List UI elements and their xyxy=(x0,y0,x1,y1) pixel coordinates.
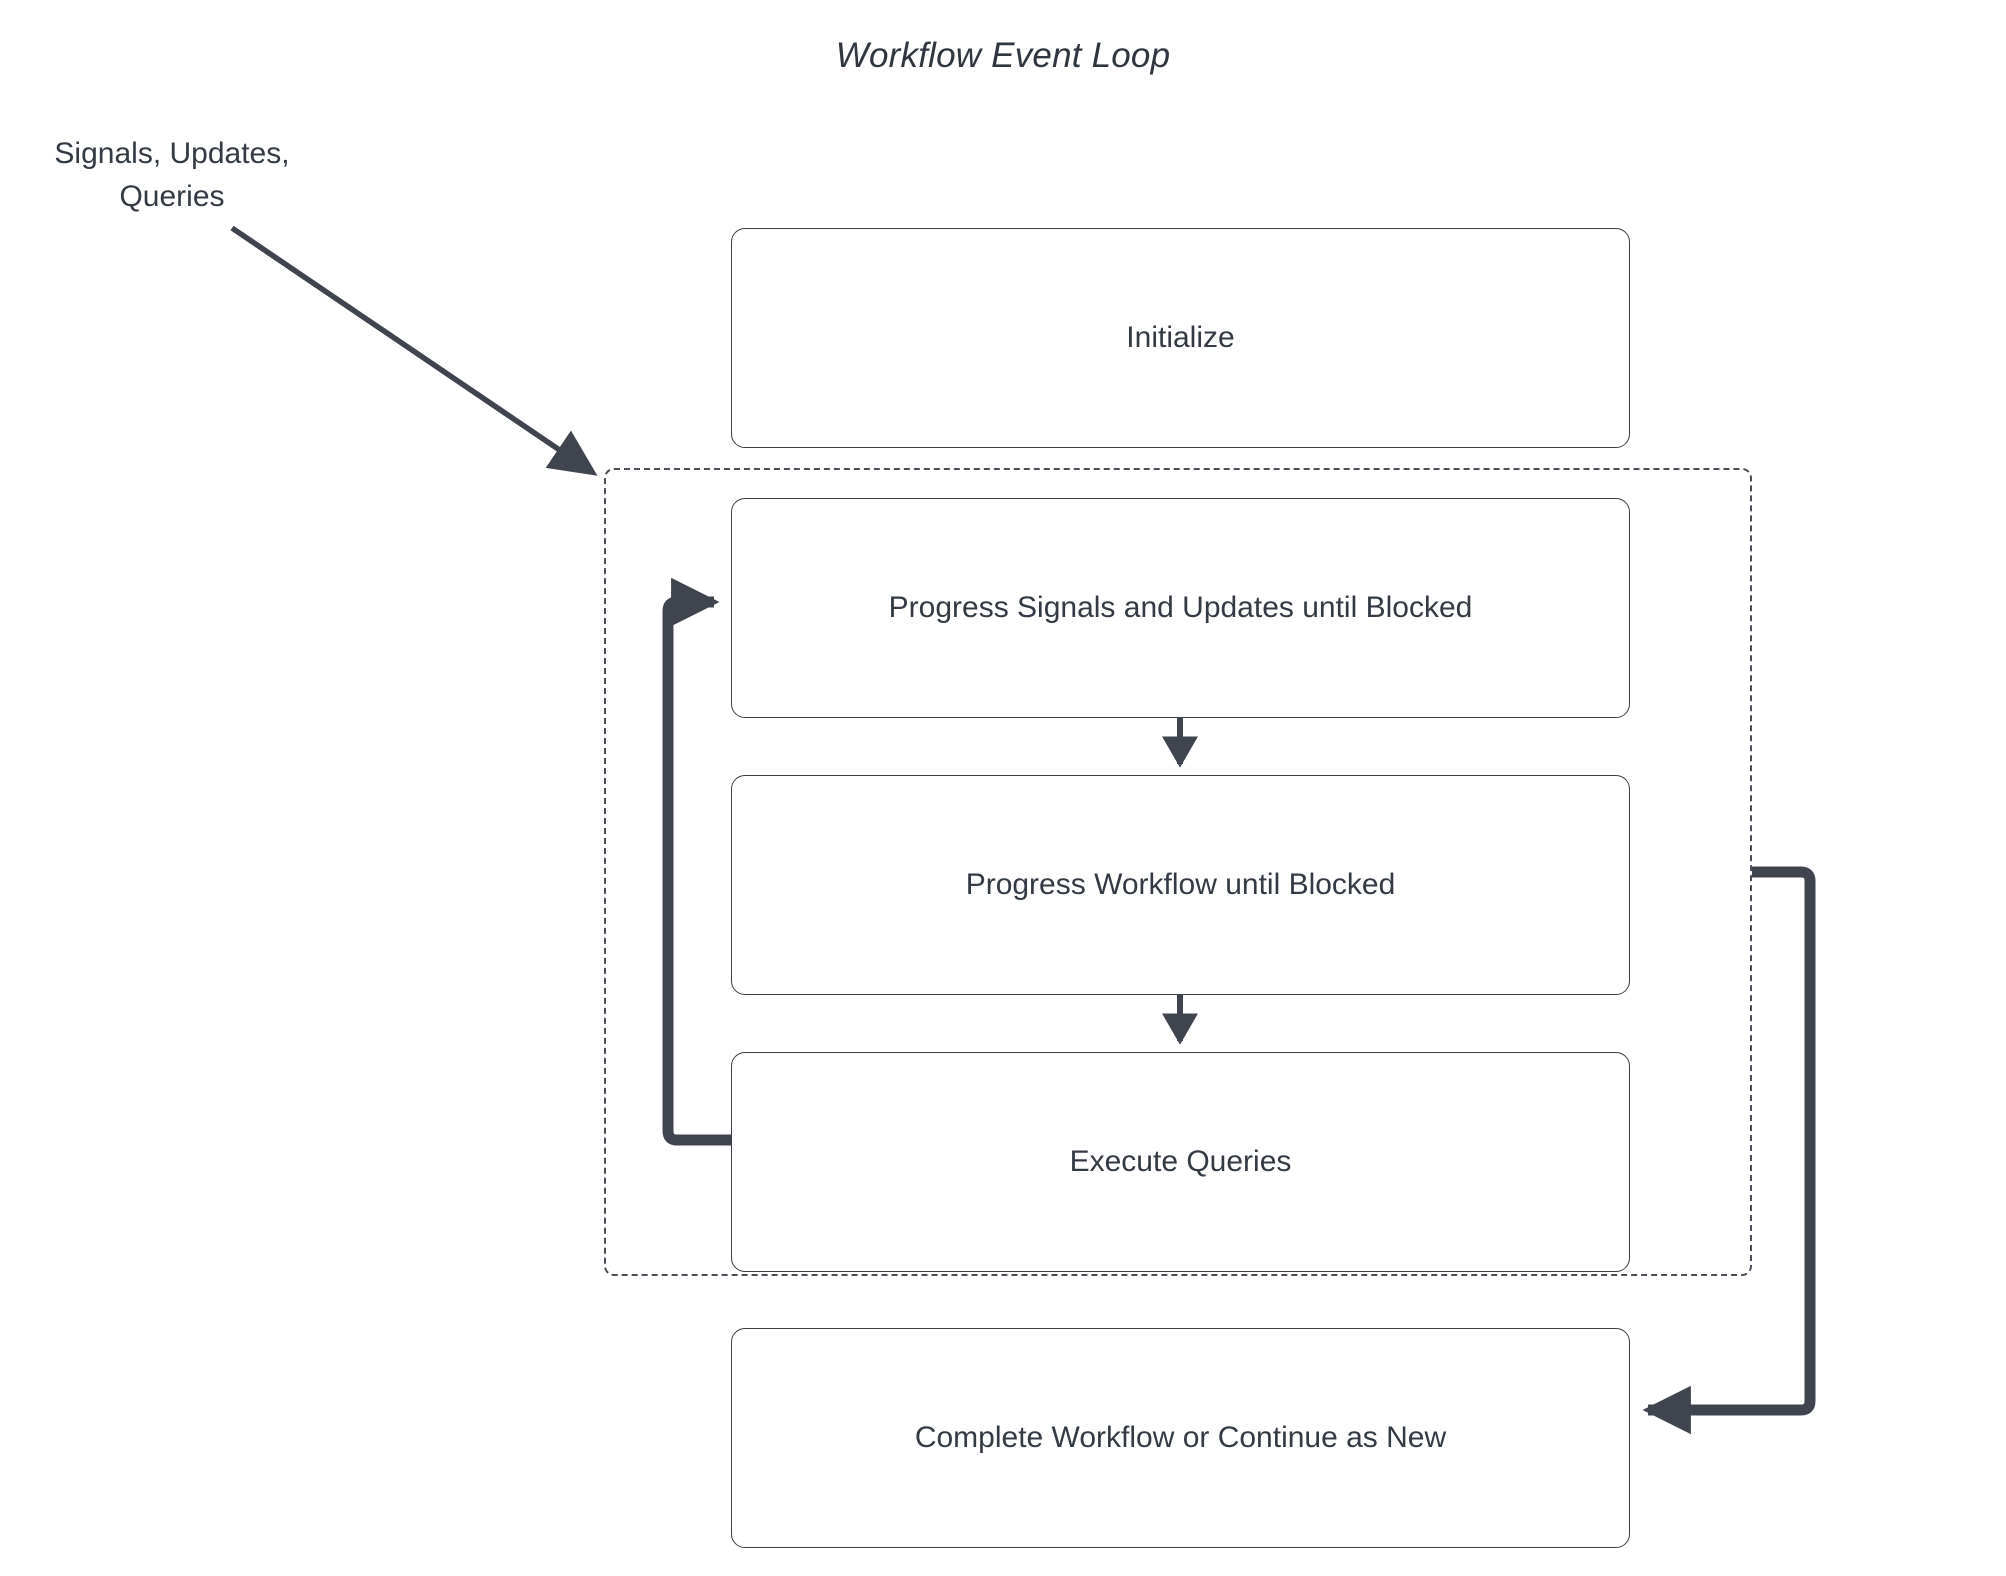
node-initialize[interactable]: Initialize xyxy=(731,228,1630,448)
node-initialize-label: Initialize xyxy=(1126,321,1235,354)
page-title: Workflow Event Loop xyxy=(835,36,1171,75)
node-progress-signals-label: Progress Signals and Updates until Block… xyxy=(888,591,1473,624)
edge-input-to-loop xyxy=(230,225,598,476)
node-execute-queries-label: Execute Queries xyxy=(1069,1145,1292,1178)
node-progress-workflow-label: Progress Workflow until Blocked xyxy=(965,868,1396,901)
external-input-label: Signals, Updates, Queries xyxy=(54,137,290,213)
node-complete-workflow-label: Complete Workflow or Continue as New xyxy=(914,1421,1447,1454)
node-complete-workflow[interactable]: Complete Workflow or Continue as New xyxy=(731,1328,1630,1548)
node-progress-signals[interactable]: Progress Signals and Updates until Block… xyxy=(731,498,1630,718)
node-progress-workflow[interactable]: Progress Workflow until Blocked xyxy=(731,775,1630,995)
node-execute-queries[interactable]: Execute Queries xyxy=(731,1052,1630,1272)
